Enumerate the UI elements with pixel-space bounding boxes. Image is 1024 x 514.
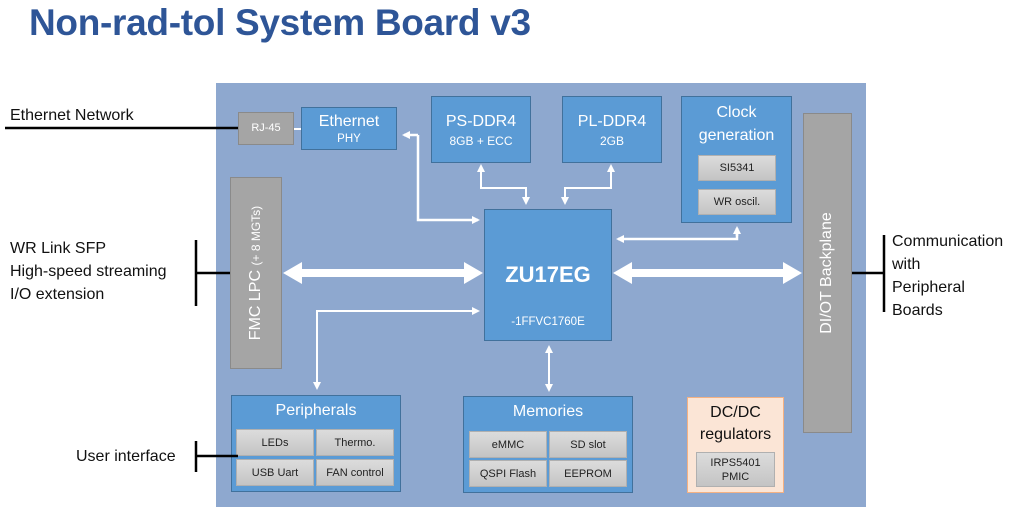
ethernet-phy-sub: PHY: [337, 133, 361, 145]
ethernet-phy-title: Ethernet: [318, 113, 380, 130]
dcdc-title-line2: regulators: [699, 426, 772, 443]
peripherals-title: Peripherals: [275, 402, 357, 419]
pl-ddr4-title: PL-DDR4: [577, 113, 647, 130]
diot-backplane-connector: [803, 113, 852, 433]
communication-line-2: with: [892, 256, 921, 273]
rj45-connector: RJ-45: [238, 112, 294, 145]
page-title: Non-rad-tol System Board v3: [29, 2, 531, 43]
irps5401-pmic-chip: IRPS5401 PMIC: [696, 452, 775, 487]
eeprom-chip: EEPROM: [549, 460, 627, 487]
clock-title-line1: Clock: [716, 104, 757, 121]
wr-link-sfp-label: WR Link SFP: [10, 240, 107, 257]
ps-ddr4-sub: 8GB + ECC: [449, 134, 513, 148]
dcdc-title-line1: DC/DC: [710, 404, 761, 421]
fmc-lpc-connector: [230, 177, 282, 369]
fpga-zu17eg-block: ZU17EG -1FFVC1760E: [484, 209, 612, 341]
pl-ddr4-sub: 2GB: [599, 134, 624, 148]
io-extension-label: I/O extension: [10, 286, 105, 303]
pmic-type: PMIC: [721, 470, 750, 483]
communication-line-4: Boards: [892, 302, 943, 319]
thermo-chip: Thermo.: [316, 429, 394, 456]
fmc-lpc-sub: (+ 8 MGTs): [249, 205, 263, 266]
wr-oscillator-chip: WR oscil.: [698, 189, 776, 215]
fmc-lpc-title: FMC LPC: [247, 269, 264, 341]
fmc-external-label: WR Link SFP High-speed streaming I/O ext…: [10, 237, 167, 306]
ps-ddr4-block: PS-DDR4 8GB + ECC: [431, 96, 531, 163]
high-speed-streaming-label: High-speed streaming: [10, 263, 167, 280]
memories-title: Memories: [512, 403, 584, 420]
communication-line-3: Peripheral: [892, 279, 965, 296]
ps-ddr4-title: PS-DDR4: [445, 113, 517, 130]
user-interface-label: User interface: [76, 448, 176, 465]
pl-ddr4-block: PL-DDR4 2GB: [562, 96, 662, 163]
communication-label: Communication with Peripheral Boards: [892, 230, 1003, 322]
clock-title-line2: generation: [698, 127, 775, 144]
usb-uart-chip: USB Uart: [236, 459, 314, 486]
ethernet-network-label: Ethernet Network: [10, 107, 134, 124]
fan-control-chip: FAN control: [316, 459, 394, 486]
fpga-part-number: -1FFVC1760E: [511, 316, 585, 328]
ethernet-phy-block: Ethernet PHY: [301, 107, 397, 150]
qspi-flash-chip: QSPI Flash: [469, 460, 547, 487]
fmc-lpc-label: FMC LPC (+ 8 MGTs): [245, 193, 267, 353]
pmic-part: IRPS5401: [710, 456, 761, 469]
si5341-chip: SI5341: [698, 155, 776, 181]
communication-line-1: Communication: [892, 233, 1004, 250]
backplane-label: DI/OT Backplane: [818, 212, 835, 334]
fpga-title: ZU17EG: [505, 262, 591, 287]
emmc-chip: eMMC: [469, 431, 547, 458]
leds-chip: LEDs: [236, 429, 314, 456]
sd-slot-chip: SD slot: [549, 431, 627, 458]
